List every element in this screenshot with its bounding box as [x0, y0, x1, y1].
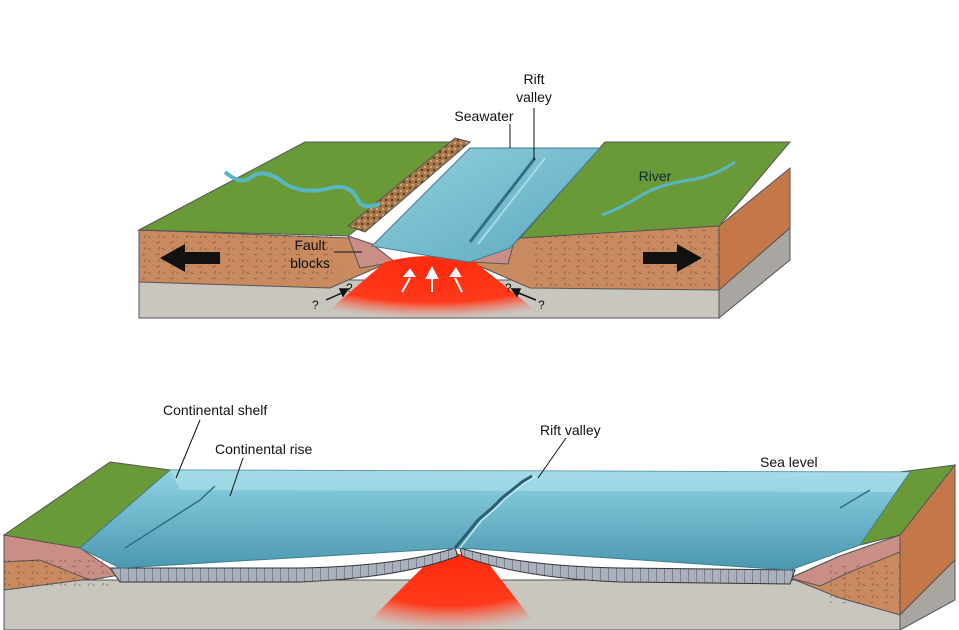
bottom-crust-right-blocks: [788, 534, 901, 587]
bottom-magma-plume: [360, 554, 540, 630]
top-question-arrows: [325, 288, 537, 301]
top-seawater: [370, 147, 602, 263]
top-arrow-right: [643, 244, 702, 272]
top-question-mark-4: ?: [538, 298, 545, 312]
top-question-mark-3: ?: [505, 281, 512, 295]
bottom-oceanic-crust-right: [459, 547, 796, 585]
top-gravel-strip: [346, 137, 472, 233]
top-label-rift-valley-2: valley: [516, 89, 552, 105]
top-label-river: River: [639, 168, 672, 184]
bottom-sea-surface: [170, 470, 910, 492]
bottom-label-sea-level: Sea level: [760, 454, 818, 470]
top-right-side-mantle: [718, 226, 791, 320]
top-arrow-left: [160, 244, 220, 272]
bottom-label-continental-shelf: Continental shelf: [163, 402, 267, 418]
top-label-fault-1: Fault: [294, 237, 325, 253]
bottom-rift-crack: [453, 474, 533, 549]
bottom-label-continental-rise: Continental rise: [215, 441, 312, 457]
top-question-mark-1: ?: [312, 298, 319, 312]
bottom-oceanic-crust-left: [109, 547, 459, 583]
top-label-rift-valley-1: Rift: [524, 71, 545, 87]
top-river-right: [601, 160, 736, 217]
top-label-seawater: Seawater: [454, 108, 513, 124]
top-block-diagram: [137, 108, 792, 320]
bottom-block-diagram: [2, 419, 957, 630]
top-upwelling-arrows: [401, 265, 463, 293]
top-river-left: [223, 170, 381, 209]
top-question-mark-2: ?: [346, 281, 353, 295]
bottom-right-side-mantle: [899, 558, 956, 630]
top-label-fault-2: blocks: [290, 255, 330, 271]
bottom-label-rift-valley: Rift valley: [540, 422, 601, 438]
